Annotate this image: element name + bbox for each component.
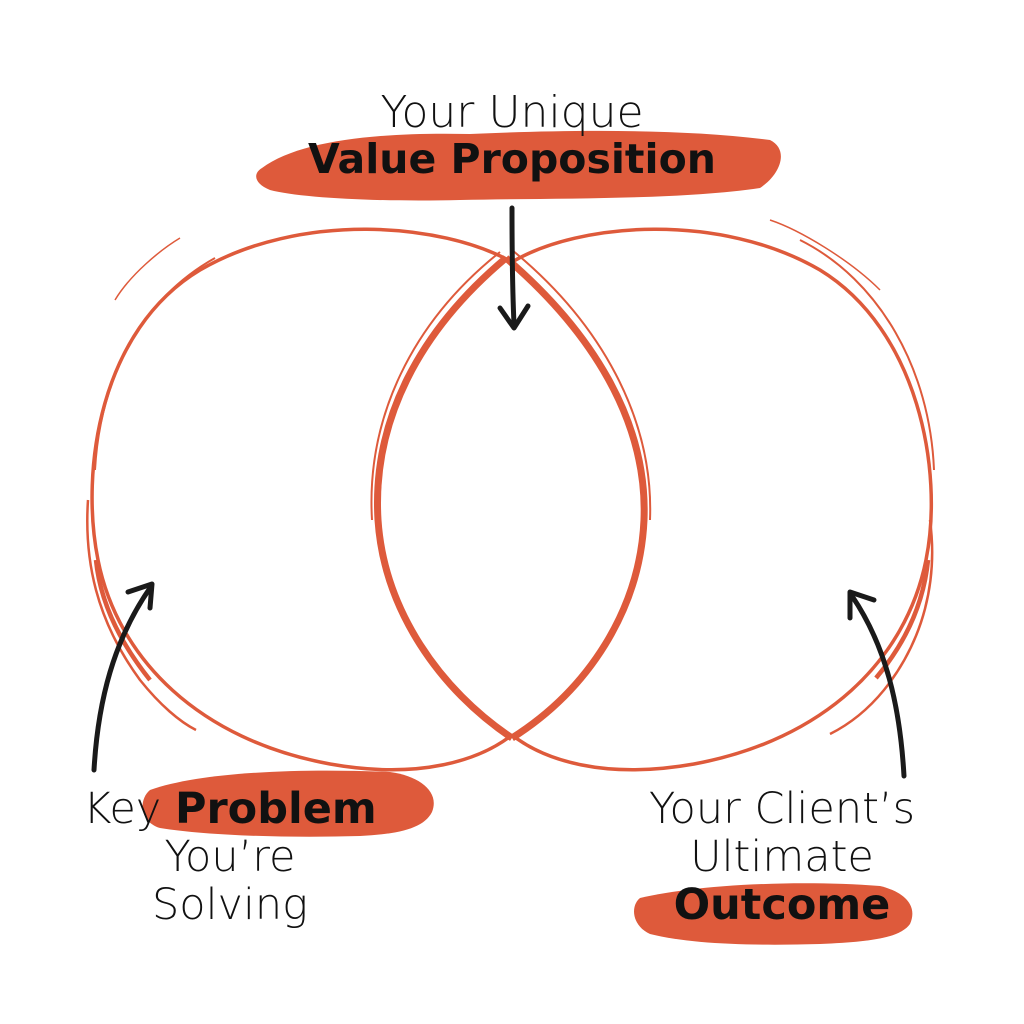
arrow-left <box>91 581 155 773</box>
top-label-line1: Your Unique <box>380 87 644 138</box>
left-label-line1-light: Key <box>83 784 162 834</box>
right-label-line2: Ultimate <box>690 832 874 883</box>
left-label-line3: Solving <box>151 880 308 931</box>
arrow-top <box>497 205 531 331</box>
left-label-line2: You’re <box>164 832 296 883</box>
right-label-line3: Outcome <box>673 880 891 931</box>
arrow-right <box>847 589 907 779</box>
brush-highlight-top <box>256 130 781 201</box>
brush-highlight-left <box>142 770 434 837</box>
left-label-line1-bold: Problem <box>174 784 377 834</box>
left-label: Key Problem You’re Solving <box>60 784 400 931</box>
left-circle <box>86 227 514 772</box>
right-label: Your Client’s Ultimate Outcome <box>612 784 952 931</box>
brush-highlight-right <box>634 883 913 945</box>
top-label-line2: Value Proposition <box>308 135 716 184</box>
top-label: Your Unique Value Proposition <box>262 88 762 183</box>
intersection-lens <box>370 249 652 741</box>
right-label-line1: Your Client’s <box>648 784 916 834</box>
